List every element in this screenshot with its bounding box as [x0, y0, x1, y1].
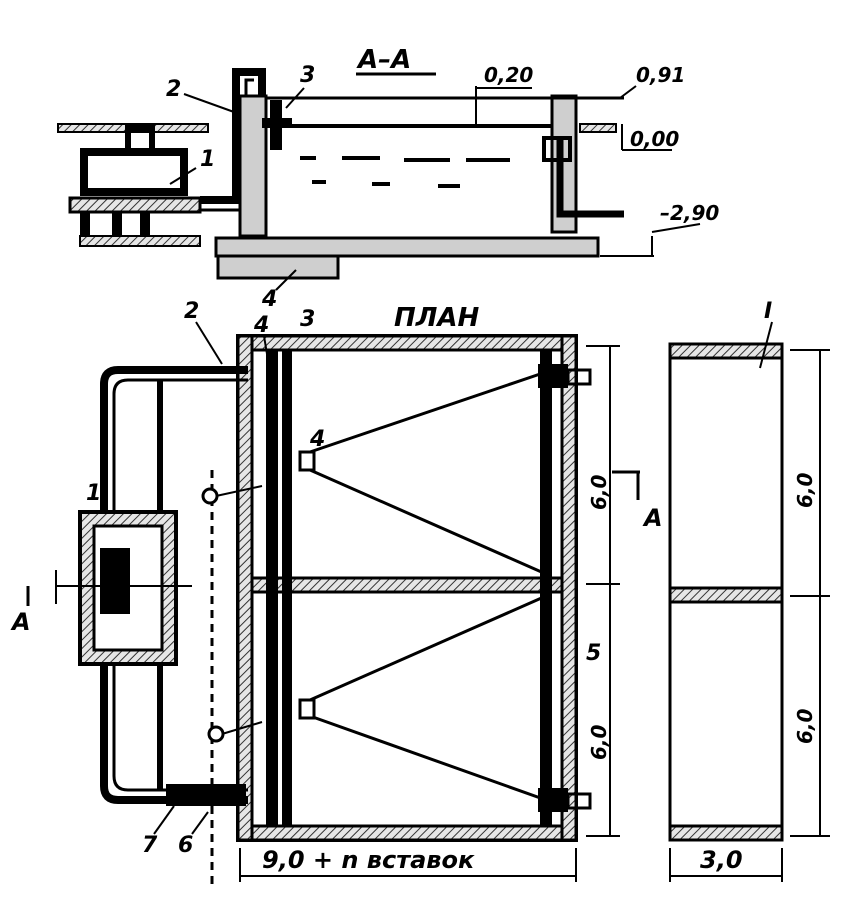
label-7-plan: 7 [142, 833, 158, 858]
elev-top: 0,91 [636, 63, 685, 87]
upper-distribution [300, 370, 547, 576]
tank-right-wall [550, 94, 578, 234]
lower-distribution [309, 594, 547, 802]
side-dim-upper: 6,0 [793, 472, 817, 508]
channel-3 [266, 350, 278, 826]
side-horizontal-dimension [669, 848, 783, 882]
side-dim-lower: 6,0 [793, 708, 817, 744]
plan-middle-wall [250, 576, 564, 594]
plan-wall-left [236, 334, 254, 842]
elev-bottom: –2,90 [660, 201, 719, 225]
section-title: А–А [356, 45, 411, 75]
plan-dim-width: 9,0 + n вставок [262, 846, 475, 874]
label-1-section: 1 [200, 147, 215, 172]
side-dim-width: 3,0 [700, 846, 743, 874]
label-4-plan-top: 4 [253, 313, 269, 338]
plan-wall-right [560, 334, 578, 842]
cut-mark-right: А [642, 504, 663, 532]
dim-depth: 0,20 [484, 63, 533, 87]
label-4-plan: 4 [309, 427, 325, 452]
pipe-2-section [200, 68, 266, 204]
plan-vertical-dimensions [586, 345, 620, 837]
tank-left-wall [238, 94, 268, 238]
label-3-plan: 3 [300, 307, 315, 332]
valve-3-section [262, 100, 292, 150]
elev-zero: 0,00 [630, 127, 679, 151]
cut-mark-left: А [10, 608, 31, 636]
side-vertical-dimensions [790, 349, 830, 837]
plan-view: ПЛАН [10, 299, 663, 890]
chamber-1-plan [55, 510, 192, 666]
pit-4 [216, 254, 340, 280]
side-view: I 6,0 6,0 3,0 [668, 299, 830, 882]
label-1-plan: 1 [86, 481, 101, 506]
label-2-section: 2 [166, 77, 181, 102]
label-5-plan: 5 [586, 641, 601, 666]
label-4-section: 4 [261, 287, 277, 312]
pipe-6-plan [201, 470, 263, 890]
chamber-1-section [68, 125, 202, 247]
outlet-pipe-section [556, 140, 624, 218]
plan-title: ПЛАН [394, 303, 479, 333]
plan-wall-bottom [236, 824, 578, 842]
plan-dim-lower: 6,0 [587, 724, 611, 760]
side-label: I [764, 299, 772, 324]
plan-wall-top [236, 334, 578, 352]
plan-horizontal-dimension [239, 848, 577, 882]
water-dashes [300, 156, 510, 188]
section-view: А–А [57, 45, 719, 312]
tank-bottom [214, 236, 600, 258]
label-3-section: 3 [300, 63, 315, 88]
ground-hatch-right [579, 123, 617, 133]
plan-dim-upper: 6,0 [587, 474, 611, 510]
label-6-plan: 6 [178, 833, 193, 858]
label-2-plan: 2 [184, 299, 199, 324]
